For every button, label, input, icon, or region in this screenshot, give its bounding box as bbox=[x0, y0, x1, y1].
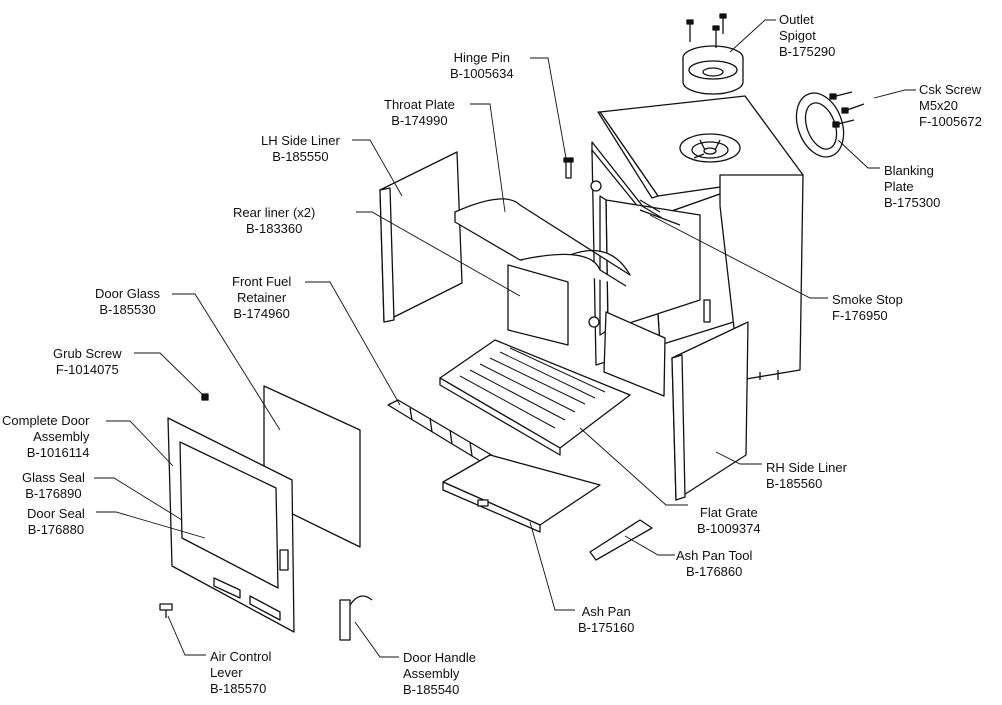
rh-side-liner bbox=[671, 321, 749, 501]
smoke-stop bbox=[639, 209, 681, 226]
flat-grate bbox=[439, 339, 631, 456]
label-rear-liner: Rear liner (x2)B-183360 bbox=[233, 205, 316, 236]
outlet-spigot bbox=[682, 13, 744, 95]
grub-screw bbox=[201, 393, 209, 401]
leader-lines bbox=[94, 19, 916, 658]
air-control-lever bbox=[159, 603, 173, 618]
door-handle bbox=[339, 595, 373, 641]
hinge-pin bbox=[563, 157, 574, 179]
complete-door bbox=[167, 417, 295, 633]
lh-side-liner bbox=[379, 151, 463, 323]
ash-pan-tool bbox=[589, 519, 653, 561]
ash-pan bbox=[442, 454, 601, 533]
throat-plate bbox=[454, 198, 631, 287]
blanking-plate bbox=[795, 91, 865, 158]
rear-liner bbox=[507, 264, 666, 397]
